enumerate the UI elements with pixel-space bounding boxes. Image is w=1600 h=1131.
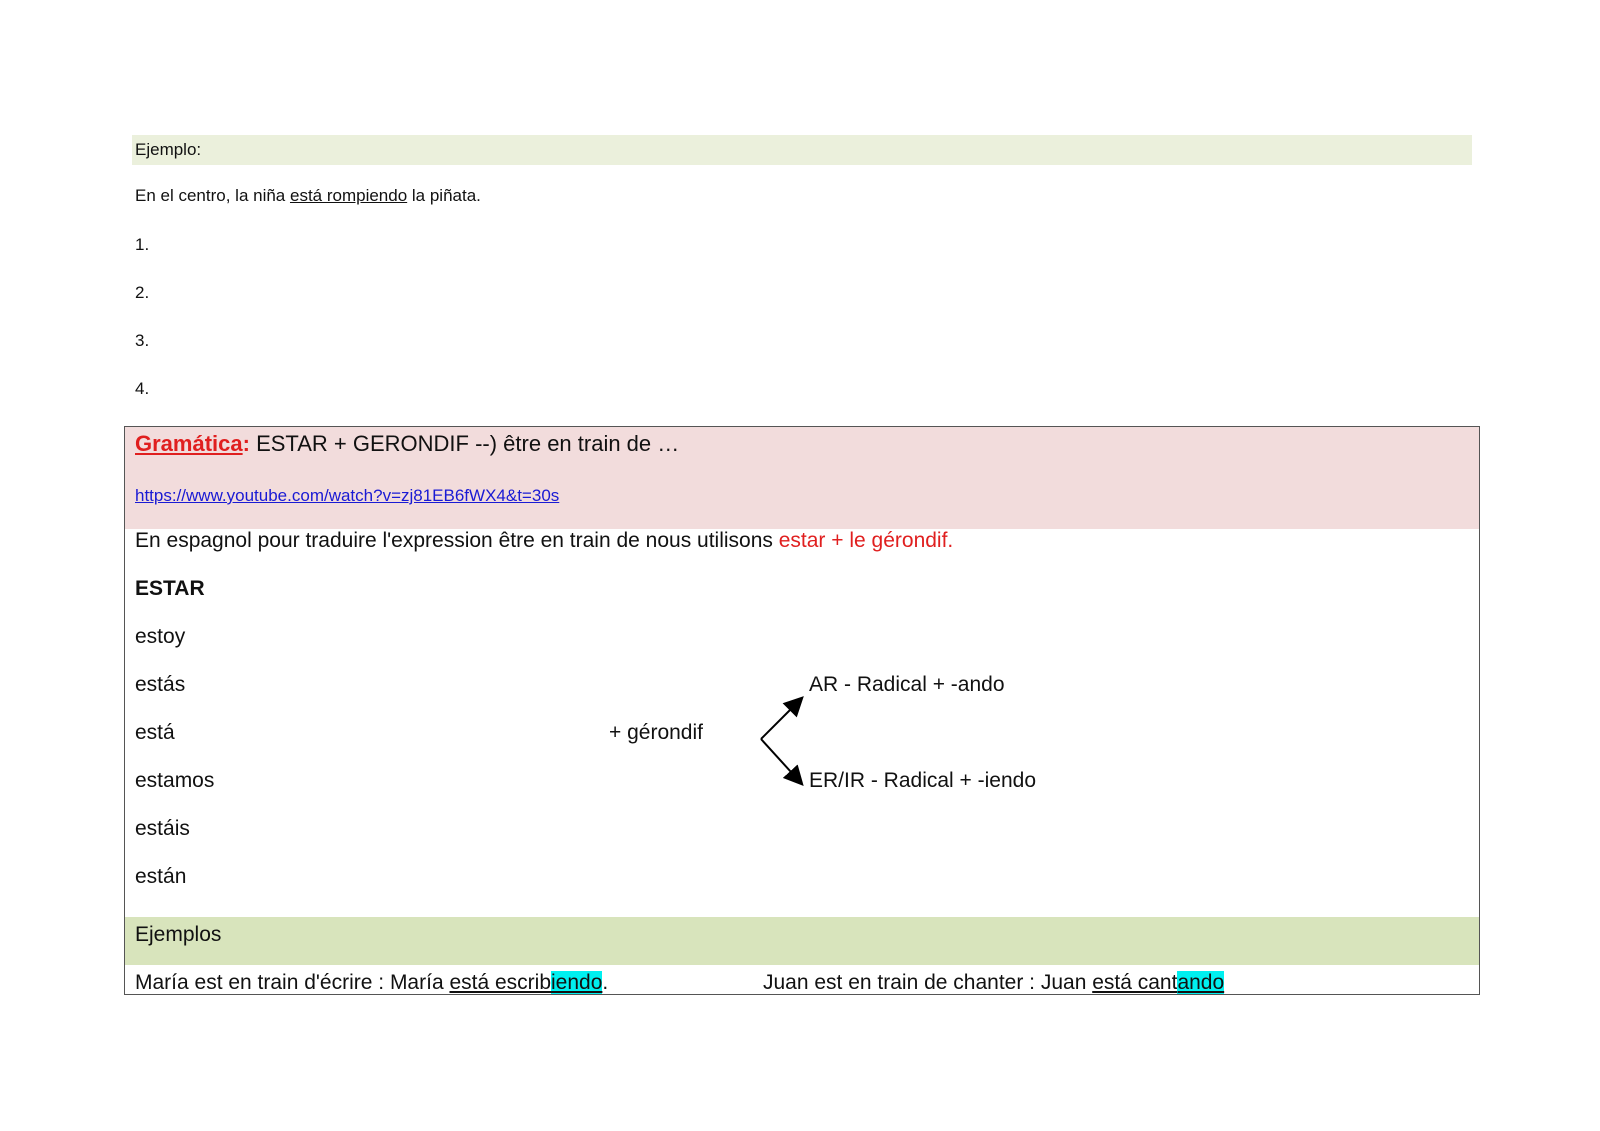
example-header: Ejemplo:	[135, 140, 202, 159]
video-link[interactable]: https://www.youtube.com/watch?v=zj81EB6f…	[135, 486, 560, 505]
example-header-bar: Ejemplo:	[132, 135, 1472, 165]
example-juan: Juan est en train de chanter : Juan está…	[763, 971, 1225, 995]
conjugation-estan: están	[135, 865, 187, 888]
examples-heading: Ejemplos	[135, 923, 222, 946]
example-juan-text: Juan est en train de chanter : Juan	[763, 971, 1093, 994]
intro-line: En espagnol pour traduire l'expression ê…	[135, 529, 953, 553]
erir-rule: ER/IR - Radical + -iendo	[809, 769, 1037, 792]
example-maria-end: .	[602, 971, 609, 994]
example-juan-stem: está cant	[1092, 971, 1178, 994]
numbered-item-2: 2.	[135, 283, 150, 302]
branch-arrows	[760, 696, 804, 786]
arrow-down-icon	[760, 738, 804, 786]
grammar-title-line: Gramática: ESTAR + GERONDIF --) être en …	[135, 431, 679, 457]
conjugation-estamos: estamos	[135, 769, 215, 792]
grammar-title: Gramática	[135, 431, 243, 456]
example-sentence-verb: está rompiendo	[289, 186, 408, 205]
video-link-line: https://www.youtube.com/watch?v=zj81EB6f…	[135, 483, 559, 507]
example-maria-stem: está escrib	[449, 971, 552, 994]
numbered-item-3: 3.	[135, 331, 150, 350]
grammar-header-bg	[125, 427, 1479, 529]
conjugation-estais: estáis	[135, 817, 190, 840]
ar-rule: AR - Radical + -ando	[809, 673, 1005, 696]
grammar-box: Gramática: ESTAR + GERONDIF --) être en …	[124, 426, 1480, 995]
numbered-item-4: 4.	[135, 379, 150, 398]
conjugation-esta: está	[135, 721, 175, 744]
example-sentence-end: la piñata.	[407, 186, 481, 205]
example-maria-text: María est en train d'écrire : María	[135, 971, 450, 994]
intro-highlight: estar + le gérondif.	[778, 529, 954, 552]
conjugation-estoy: estoy	[135, 625, 186, 648]
example-juan-ending: ando	[1177, 971, 1225, 994]
grammar-title-colon: :	[242, 431, 250, 456]
plus-gerund: + gérondif	[609, 721, 703, 744]
example-maria: María est en train d'écrire : María está…	[135, 971, 608, 995]
grammar-subtitle: ESTAR + GERONDIF --) être en train de …	[249, 431, 680, 456]
intro-text: En espagnol pour traduire l'expression ê…	[135, 529, 779, 552]
verb-heading: ESTAR	[135, 577, 205, 600]
example-sentence: En el centro, la niña está rompiendo la …	[135, 186, 481, 206]
examples-header-bg	[125, 917, 1479, 965]
arrow-up-icon	[760, 696, 804, 740]
numbered-item-1: 1.	[135, 235, 150, 254]
example-sentence-start: En el centro, la niña	[135, 186, 290, 205]
example-maria-ending: iendo	[551, 971, 603, 994]
conjugation-estas: estás	[135, 673, 186, 696]
